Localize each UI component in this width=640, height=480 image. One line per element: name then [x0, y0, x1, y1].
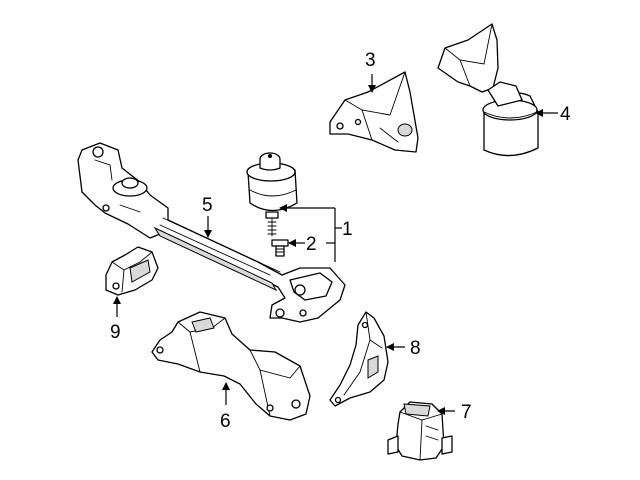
callout-5: 5	[202, 195, 213, 216]
callout-3: 3	[365, 50, 376, 71]
crossmember-part[interactable]	[77, 142, 346, 323]
callout-6: 6	[220, 411, 231, 432]
bracket-part-3[interactable]	[329, 71, 419, 153]
callout-leaders	[113, 74, 558, 415]
callout-4: 4	[560, 104, 571, 125]
bracket-part-8[interactable]	[329, 311, 389, 407]
callout-8: 8	[410, 338, 421, 359]
transmission-mount-part[interactable]	[387, 401, 453, 461]
bolt-part[interactable]	[271, 239, 289, 257]
callout-9: 9	[110, 322, 121, 343]
mount-housing-part-4[interactable]	[437, 23, 539, 157]
engine-mount-part[interactable]	[246, 152, 298, 237]
callout-1: 1	[342, 219, 353, 240]
transmission-crossmember-part[interactable]	[151, 311, 311, 421]
callout-7: 7	[461, 402, 472, 423]
bracket-part-9[interactable]	[105, 246, 159, 296]
callout-2: 2	[306, 234, 317, 255]
